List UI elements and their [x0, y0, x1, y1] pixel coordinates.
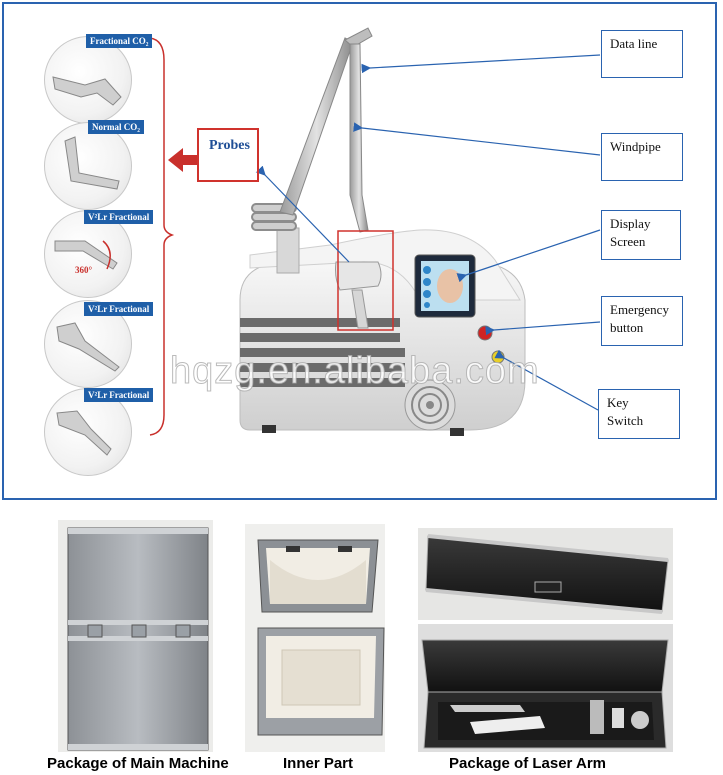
probes-label: Probes [197, 128, 259, 182]
display-screen-label: Display Screen [601, 210, 681, 260]
probe-v2lr-fractional-360: 360° [44, 210, 132, 298]
main-machine-package-photo [58, 520, 213, 752]
probes-arrow [168, 148, 197, 172]
laser-machine-illustration [239, 27, 526, 436]
probe-v2lr-fractional-3 [44, 388, 132, 476]
watermark: hqzg.en.alibaba.com [170, 350, 540, 393]
caption-main-machine: Package of Main Machine [47, 755, 229, 772]
probe-tag-v2lr-fractional-3: V²Lr Fractional [84, 388, 154, 402]
probe-tag-v2lr-fractional-2: V²Lr Fractional [84, 302, 154, 316]
laser-arm-package-open-photo [418, 624, 673, 752]
caption-inner-part: Inner Part [283, 755, 354, 772]
caption-laser-arm: Package of Laser Arm [449, 755, 607, 772]
probe-tag-normal-co2: Normal CO₂ [88, 120, 144, 134]
probe-tag-v2lr-fractional-1: V²Lr Fractional [84, 210, 154, 224]
rotation-note: 360° [75, 265, 93, 275]
probe-normal-co2 [44, 122, 132, 210]
inner-part-photo [245, 524, 385, 752]
probe-brace [149, 37, 175, 436]
data-line-label: Data line [601, 30, 683, 78]
key-switch-label: Key Switch [598, 389, 680, 439]
emergency-button-label: Emergency button [601, 296, 683, 346]
laser-arm-package-closed-photo [418, 528, 673, 620]
windpipe-label: Windpipe [601, 133, 683, 181]
probe-fractional-co2 [44, 36, 132, 124]
probe-tag-fractional-co2: Fractional CO₂ [86, 34, 153, 48]
